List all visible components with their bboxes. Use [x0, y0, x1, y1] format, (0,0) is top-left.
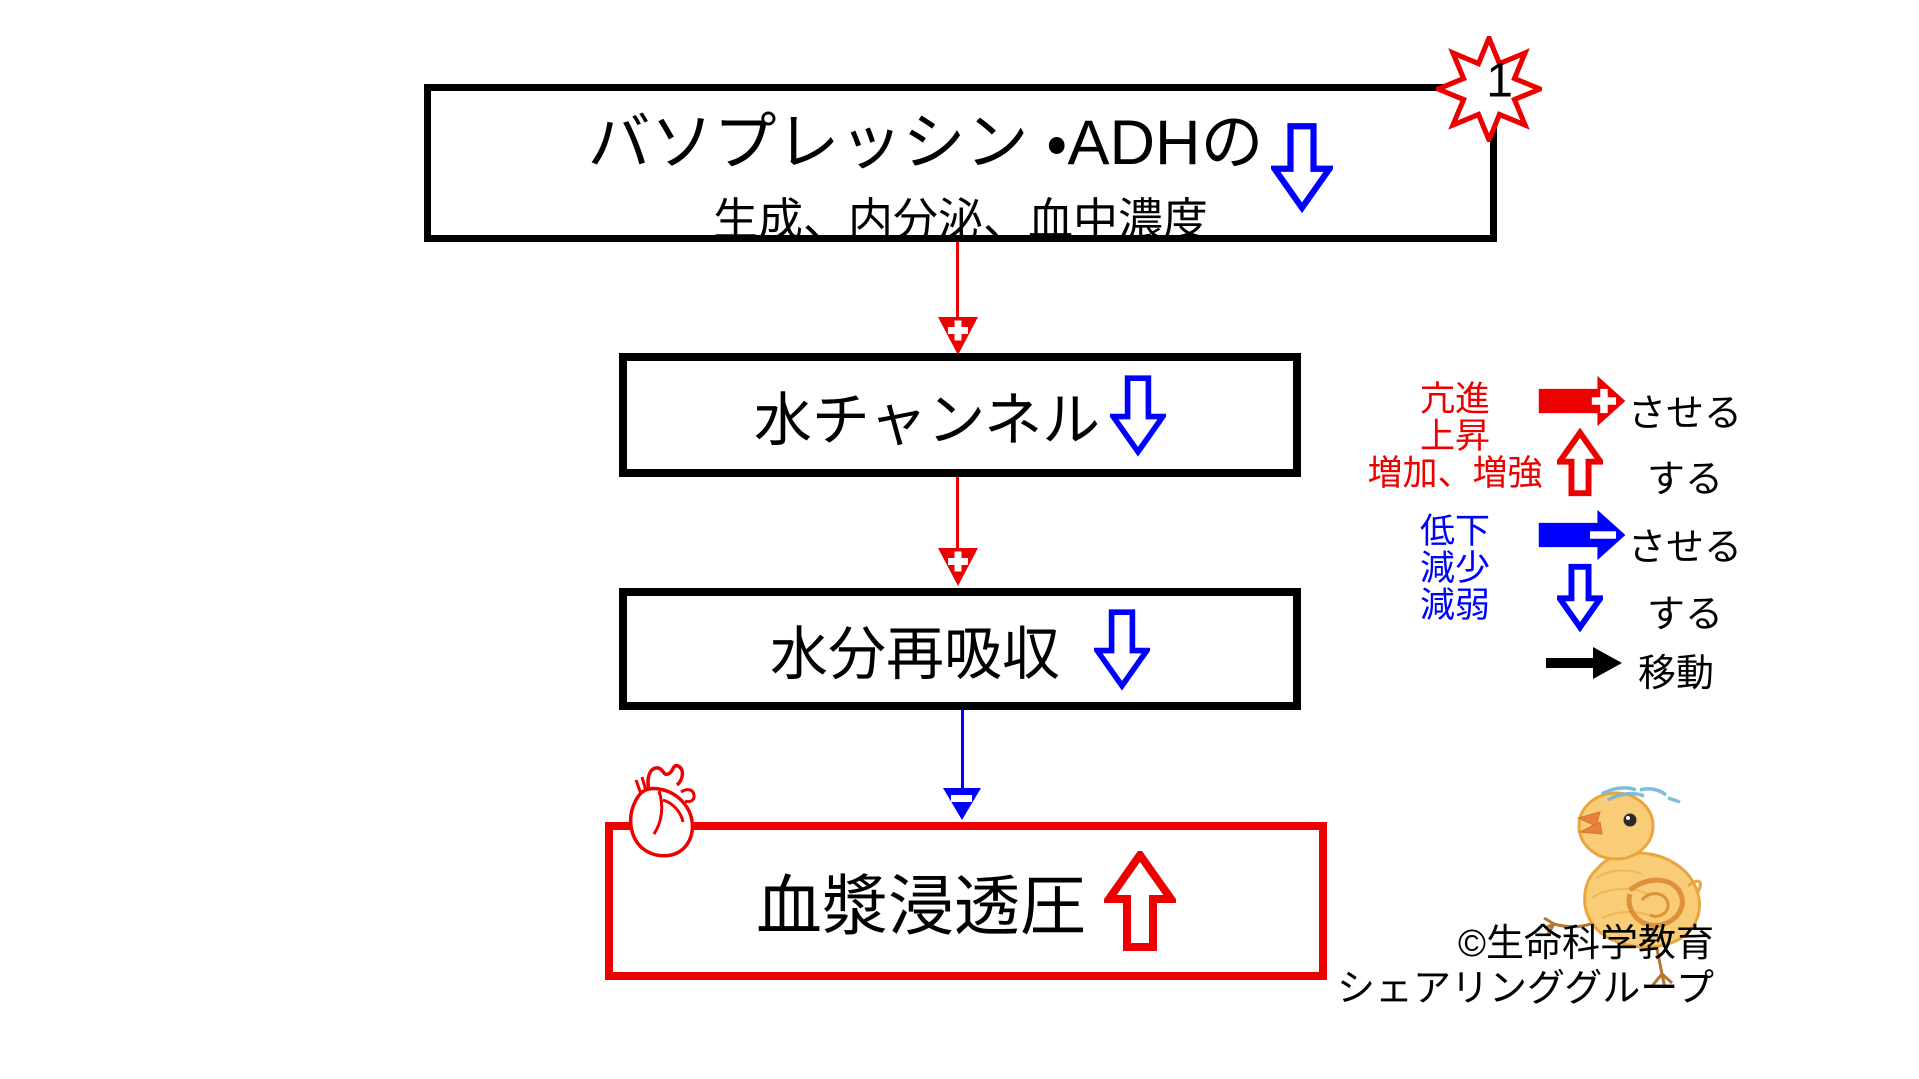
- increase-up-arrow-icon: [1104, 851, 1176, 951]
- connector-line-3: [961, 710, 964, 788]
- move-right-arrow-icon: [1546, 647, 1622, 679]
- legend-term: 増加、増強: [1367, 454, 1543, 493]
- step-badge: 1: [1436, 36, 1542, 142]
- decrease-down-arrow-icon: [1271, 123, 1334, 213]
- water-reabsorption-label: 水分再吸収: [769, 622, 1060, 687]
- credit-line-2: シェアリンググループ: [1337, 968, 1714, 1010]
- vasopressin-subtitle: 生成、内分泌、血中濃度: [712, 194, 1208, 245]
- legend-increase-cause-label: させる: [1628, 393, 1743, 435]
- legend-increase-do-label: する: [1647, 459, 1724, 501]
- copyright-credit: ©生命科学教育 シェアリンググループ: [1310, 922, 1714, 1012]
- decrease-down-arrow-icon: [1110, 375, 1167, 457]
- legend-decrease-do-label: する: [1647, 594, 1724, 636]
- vasopressin-title: バソプレッシン ・ADHの: [587, 108, 1264, 178]
- legend-increase-terms: 亢進 上昇 増加、増強: [1350, 381, 1560, 492]
- connector-line-1: [956, 242, 959, 318]
- stimulate-arrowhead-plus-icon: [938, 548, 978, 586]
- legend-term: 低下: [1419, 512, 1490, 551]
- legend-decrease-cause-label: させる: [1628, 527, 1743, 569]
- legend-term: 減弱: [1419, 586, 1490, 625]
- vasopressin-adh-box: バソプレッシン ・ADHの 生成、内分泌、血中濃度: [424, 84, 1497, 245]
- stimulate-right-arrow-plus-icon: [1538, 375, 1626, 427]
- connector-line-2: [956, 477, 959, 548]
- vasopressin-title-row: バソプレッシン ・ADHの: [587, 93, 1334, 213]
- stimulate-arrowhead-plus-icon: [938, 317, 978, 355]
- increase-up-arrow-icon: [1557, 427, 1603, 497]
- legend-decrease-terms: 低下 減少 減弱: [1350, 513, 1560, 624]
- legend-term: 上昇: [1419, 417, 1490, 456]
- step-badge-number: 1: [1486, 54, 1513, 108]
- legend-term: 減少: [1419, 549, 1490, 588]
- legend-move-label: 移動: [1638, 653, 1715, 695]
- water-reabsorption-box: 水分再吸収: [619, 588, 1301, 710]
- starburst-icon: [1436, 36, 1542, 142]
- water-channel-box: 水チャンネル: [619, 353, 1301, 477]
- plasma-osmolarity-box: 血漿浸透圧: [605, 822, 1327, 980]
- plasma-osmolarity-label: 血漿浸透圧: [756, 869, 1086, 943]
- heart-icon: [628, 763, 696, 858]
- chick-mascot-icon: [1543, 786, 1702, 989]
- legend-term: 亢進: [1419, 380, 1490, 419]
- decrease-down-arrow-icon: [1094, 609, 1150, 691]
- inhibit-right-arrow-minus-icon: [1538, 509, 1626, 561]
- decrease-down-arrow-icon: [1557, 563, 1603, 633]
- inhibit-arrowhead-minus-icon: [943, 788, 981, 820]
- credit-line-1: ©生命科学教育: [1458, 923, 1714, 965]
- water-channel-label: 水チャンネル: [753, 388, 1101, 453]
